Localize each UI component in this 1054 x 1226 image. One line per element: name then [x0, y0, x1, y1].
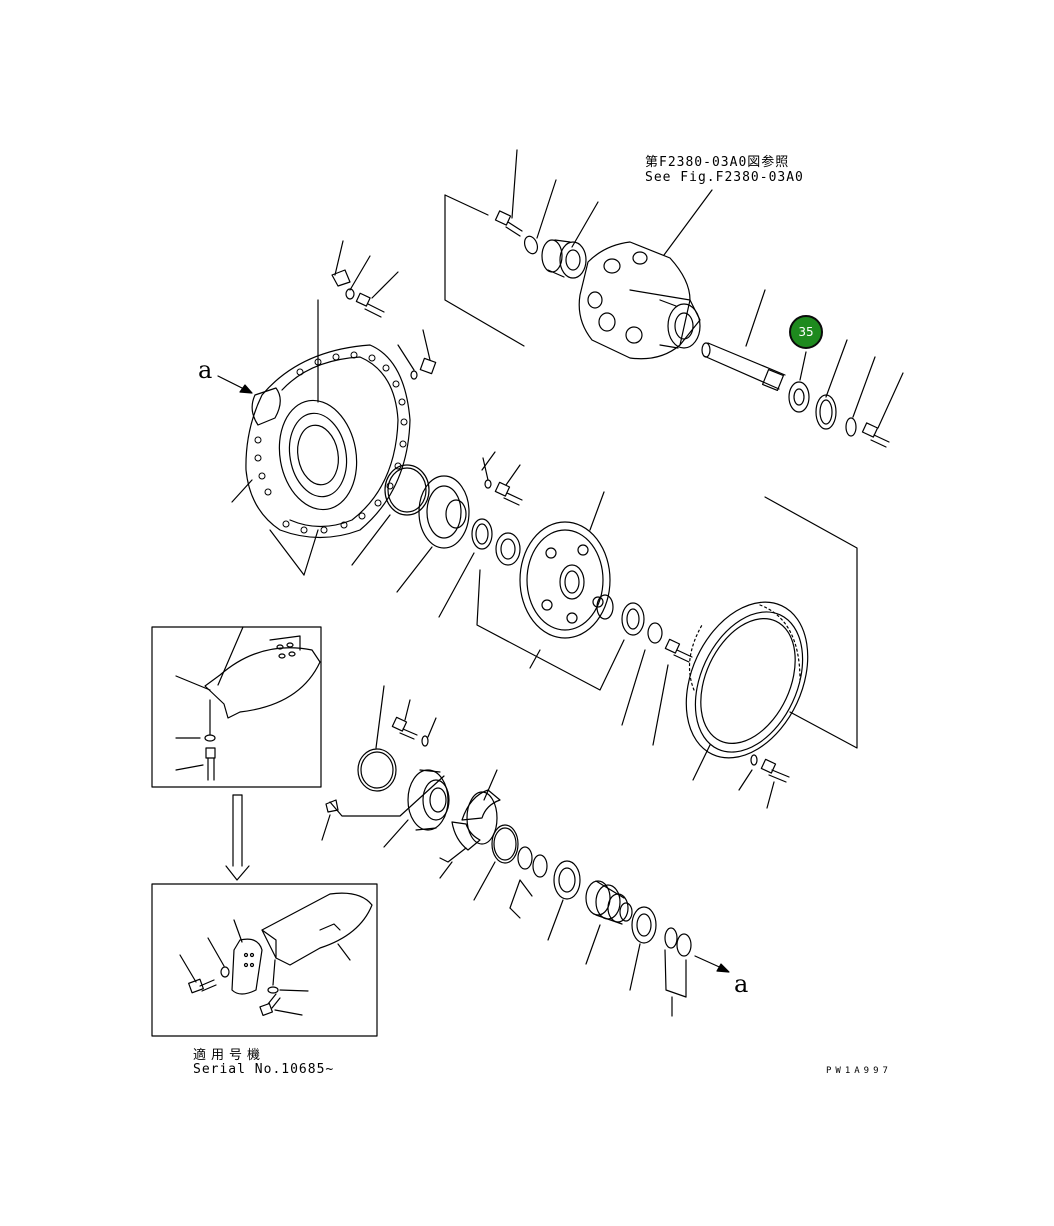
serial-applicability-jp: 適用号機 [193, 1048, 266, 1063]
lower-input-assembly [321, 685, 730, 1017]
spacer-part [596, 594, 614, 620]
input-pinion-part [585, 880, 633, 925]
gear-case-housing [217, 344, 411, 576]
housing-fasteners [317, 240, 437, 403]
end-bolt-part [861, 422, 890, 448]
bearing-cage-part [418, 475, 470, 549]
lower-o-ring-part [357, 748, 397, 792]
bearing-part [541, 239, 587, 279]
retainer-cover-part [407, 769, 450, 831]
view-marker-a-left: a [198, 356, 213, 384]
snap-ring-part [491, 824, 519, 864]
seal-ring-part [815, 394, 837, 430]
drawing-code: PW1A997 [826, 1066, 892, 1076]
seal-retainer-part [451, 789, 501, 851]
flange-hub-part [578, 241, 701, 360]
input-seal-part [631, 906, 657, 944]
middle-gear-train [351, 451, 858, 809]
upper-shaft-assembly [444, 149, 904, 448]
transition-arrow [225, 794, 250, 881]
ring-gear-part [685, 601, 809, 759]
reference-note-jp: 第F2380-03A0図参照 [645, 155, 790, 170]
serial-applicability-en: Serial No.10685~ [193, 1062, 335, 1077]
detail-box-1 [151, 626, 322, 788]
part-callout-badge[interactable]: 35 [789, 315, 823, 349]
view-marker-a-right: a [734, 970, 749, 998]
detail-box-2 [151, 883, 378, 1037]
bolt-part [494, 210, 523, 237]
bevel-pinion-gear-part [519, 521, 611, 639]
shaft-part [701, 289, 786, 392]
bolt-hole-ring [254, 351, 408, 534]
lock-washer-part [845, 417, 857, 437]
reference-note-en: See Fig.F2380-03A0 [645, 170, 804, 185]
o-ring-part [384, 464, 430, 516]
input-bearing-part [553, 860, 581, 900]
washer-part [523, 235, 539, 255]
bearing-ring-part [788, 381, 810, 413]
cone-bearing-part [495, 532, 521, 566]
shim-part [471, 518, 493, 550]
